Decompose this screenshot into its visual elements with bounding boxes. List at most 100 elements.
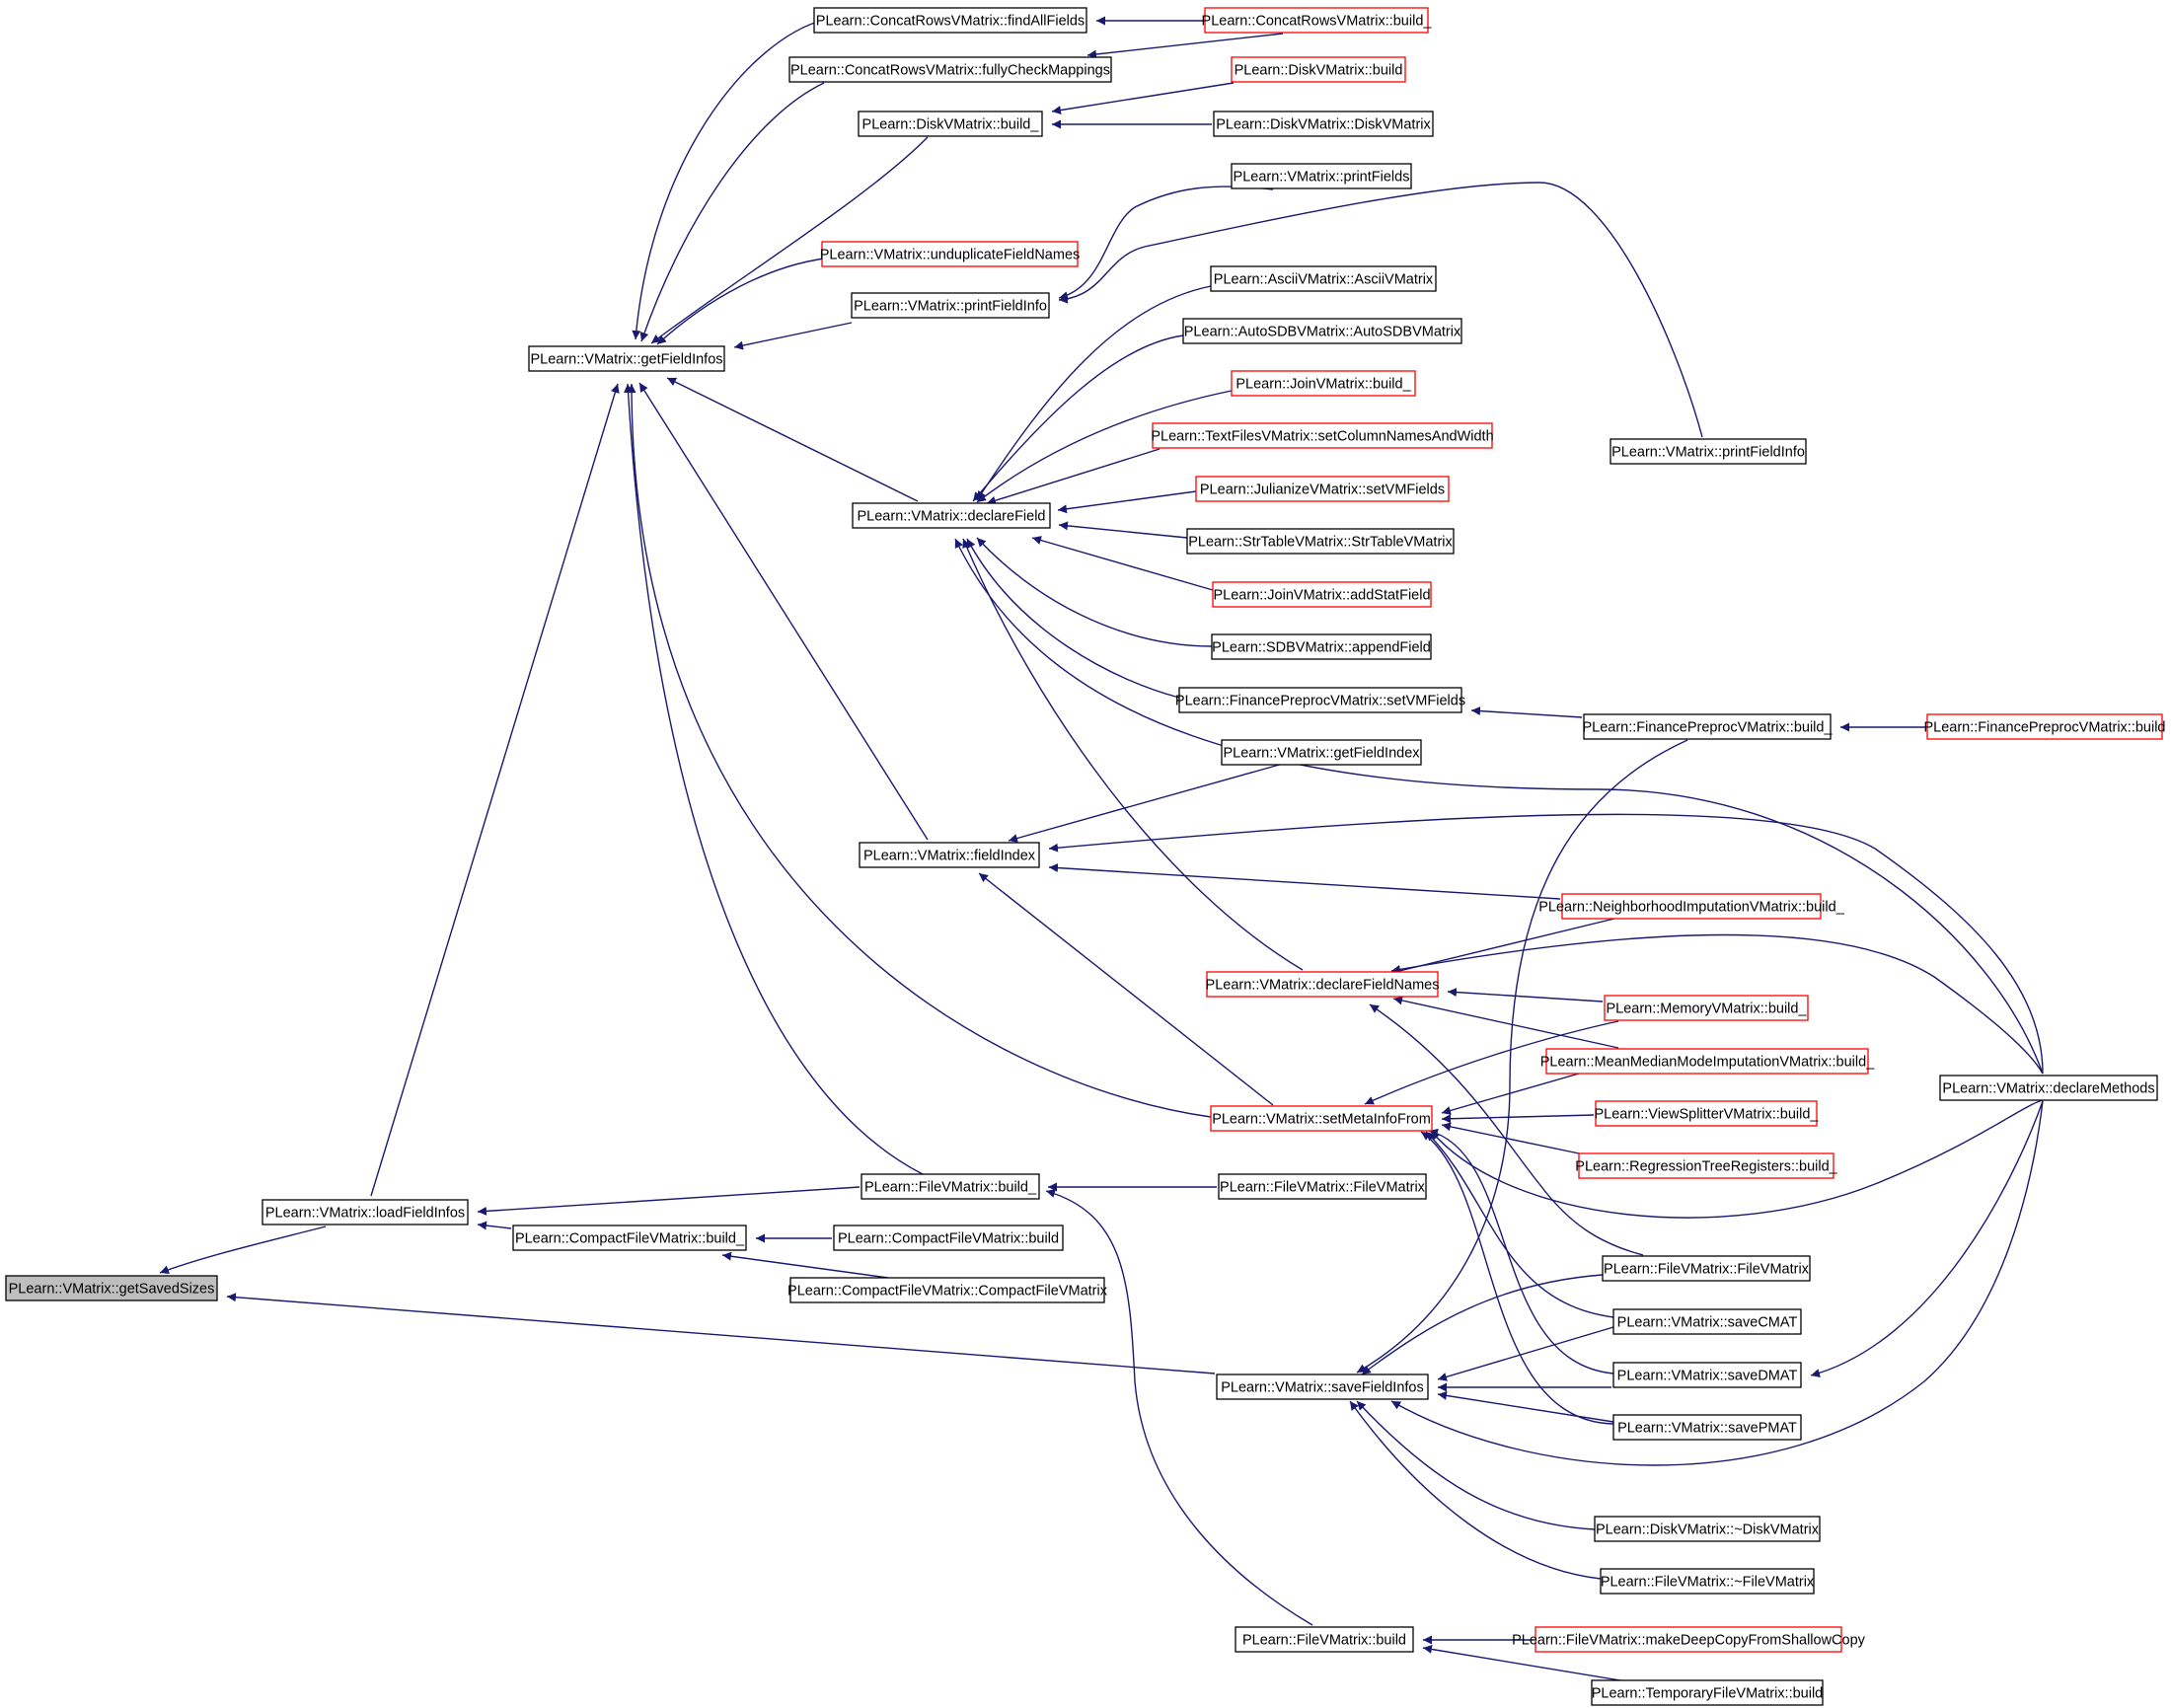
node-setMetaInfoFrom[interactable]: PLearn::VMatrix::setMetaInfoFrom [1210,1105,1433,1132]
node-box[interactable] [1210,265,1437,292]
node-box[interactable] [1561,893,1822,920]
node-diskBuild_[interactable]: PLearn::DiskVMatrix::build_ [858,111,1043,137]
node-fileCtor2[interactable]: PLearn::FileVMatrix::FileVMatrix [1602,1255,1811,1282]
node-box[interactable] [1231,370,1416,397]
node-autoSDBV[interactable]: PLearn::AutoSDBVMatrix::AutoSDBVMatrix [1182,318,1462,344]
node-box[interactable] [1939,1075,2158,1101]
node-box[interactable] [1600,1568,1815,1595]
node-box[interactable] [1221,739,1422,766]
node-makeDeepCopy[interactable]: PLearn::FileVMatrix::makeDeepCopyFromSha… [1512,1626,1866,1653]
node-box[interactable] [1211,633,1432,660]
node-saveDMAT[interactable]: PLearn::VMatrix::saveDMAT [1612,1362,1802,1388]
node-textFiles[interactable]: PLearn::TextFilesVMatrix::setColumnNames… [1151,422,1494,449]
node-tempFileBuild[interactable]: PLearn::TemporaryFileVMatrix::build [1591,1679,1824,1706]
node-savePMAT[interactable]: PLearn::VMatrix::savePMAT [1612,1414,1802,1441]
node-compactFileBuild_[interactable]: PLearn::CompactFileVMatrix::build_ [512,1225,747,1251]
node-box[interactable] [1231,56,1406,83]
node-box[interactable] [1235,1626,1414,1653]
node-fileBuild[interactable]: PLearn::FileVMatrix::build [1235,1626,1414,1653]
node-box[interactable] [1583,713,1832,740]
node-compactFileBuild[interactable]: PLearn::CompactFileVMatrix::build [833,1225,1064,1251]
node-julianize[interactable]: PLearn::JulianizeVMatrix::setVMFields [1195,476,1450,502]
node-declareMethods[interactable]: PLearn::VMatrix::declareMethods [1939,1075,2158,1101]
node-printFieldInfo1[interactable]: PLearn::VMatrix::printFieldInfo [851,292,1050,319]
node-box[interactable] [1178,687,1462,713]
node-box[interactable] [1152,422,1493,449]
node-viewSplitter[interactable]: PLearn::ViewSplitterVMatrix::build_ [1594,1100,1819,1127]
node-box[interactable] [262,1199,469,1225]
node-fieldIndex[interactable]: PLearn::VMatrix::fieldIndex [859,842,1040,868]
node-box[interactable] [821,241,1079,267]
node-asciiCtor[interactable]: PLearn::AsciiVMatrix::AsciiVMatrix [1210,265,1437,292]
node-box[interactable] [1216,1374,1429,1400]
node-compactFileCtor[interactable]: PLearn::CompactFileVMatrix::CompactFileV… [787,1277,1108,1303]
node-printFieldInfo2[interactable]: PLearn::VMatrix::printFieldInfo [1610,438,1807,465]
node-concatBuild_[interactable]: PLearn::ConcatRowsVMatrix::build_ [1202,7,1433,34]
node-box[interactable] [1612,1362,1802,1388]
node-box[interactable] [1535,1626,1842,1653]
node-declareFieldNames[interactable]: PLearn::VMatrix::declareFieldNames [1206,971,1440,998]
node-getSavedSizes[interactable]: PLearn::VMatrix::getSavedSizes [5,1275,218,1301]
node-saveFieldInfos[interactable]: PLearn::VMatrix::saveFieldInfos [1216,1374,1429,1400]
node-getFieldIndex[interactable]: PLearn::VMatrix::getFieldIndex [1221,739,1422,766]
node-diskCtor[interactable]: PLearn::DiskVMatrix::DiskVMatrix [1213,111,1434,137]
node-box[interactable] [852,502,1051,529]
node-box[interactable] [1195,476,1450,502]
node-box[interactable] [833,1225,1064,1251]
node-fileDtor[interactable]: PLearn::FileVMatrix::~FileVMatrix [1600,1568,1815,1595]
node-saveCMAT[interactable]: PLearn::VMatrix::saveCMAT [1612,1308,1802,1335]
node-box[interactable] [1218,1173,1427,1200]
node-box[interactable] [1231,163,1412,189]
node-concatCheck[interactable]: PLearn::ConcatRowsVMatrix::fullyCheckMap… [788,56,1112,83]
node-joinBuild_[interactable]: PLearn::JoinVMatrix::build_ [1231,370,1416,397]
node-box[interactable] [1610,438,1807,465]
node-box[interactable] [1206,971,1439,998]
node-box[interactable] [1604,995,1809,1021]
node-box[interactable] [788,56,1112,83]
node-fileBuild_[interactable]: PLearn::FileVMatrix::build_ [861,1173,1040,1200]
node-loadFieldInfos[interactable]: PLearn::VMatrix::loadFieldInfos [262,1199,469,1225]
node-regressionTree[interactable]: PLearn::RegressionTreeRegisters::build_ [1575,1152,1838,1179]
node-box[interactable] [5,1275,218,1301]
node-financeBuild[interactable]: PLearn::FinancePreprocVMatrix::build [1923,713,2166,740]
node-box[interactable] [1210,1105,1433,1132]
node-box[interactable] [1926,713,2163,740]
node-diskBuild[interactable]: PLearn::DiskVMatrix::build [1231,56,1406,83]
node-box[interactable] [1578,1152,1834,1179]
node-box[interactable] [1545,1048,1869,1075]
node-box[interactable] [1182,318,1462,344]
node-box[interactable] [789,1277,1105,1303]
node-strTable[interactable]: PLearn::StrTableVMatrix::StrTableVMatrix [1186,528,1455,555]
node-concatFind[interactable]: PLearn::ConcatRowsVMatrix::findAllFields [813,7,1087,34]
node-getFieldInfos[interactable]: PLearn::VMatrix::getFieldInfos [528,345,725,372]
node-box[interactable] [1591,1679,1824,1706]
node-box[interactable] [1595,1100,1818,1127]
node-box[interactable] [1602,1255,1811,1282]
node-box[interactable] [858,111,1043,137]
node-box[interactable] [528,345,725,372]
node-meanMedian[interactable]: PLearn::MeanMedianModeImputationVMatrix:… [1540,1048,1875,1075]
node-unduplicate[interactable]: PLearn::VMatrix::unduplicateFieldNames [820,241,1081,267]
node-box[interactable] [859,842,1040,868]
node-financeBuild_[interactable]: PLearn::FinancePreprocVMatrix::build_ [1582,713,1833,740]
node-box[interactable] [1612,1308,1802,1335]
node-financeSetVM[interactable]: PLearn::FinancePreprocVMatrix::setVMFiel… [1175,687,1465,713]
node-box[interactable] [1204,7,1429,34]
node-box[interactable] [813,7,1087,34]
node-joinAddStat[interactable]: PLearn::JoinVMatrix::addStatField [1212,581,1432,608]
node-memoryBuild_[interactable]: PLearn::MemoryVMatrix::build_ [1604,995,1809,1021]
node-declareField[interactable]: PLearn::VMatrix::declareField [852,502,1051,529]
node-box[interactable] [1213,111,1434,137]
node-diskDtor[interactable]: PLearn::DiskVMatrix::~DiskVMatrix [1594,1516,1821,1542]
node-box[interactable] [1186,528,1455,555]
node-sdbvAppend[interactable]: PLearn::SDBVMatrix::appendField [1211,633,1432,660]
node-box[interactable] [1612,1414,1802,1441]
node-box[interactable] [851,292,1050,319]
node-box[interactable] [861,1173,1040,1200]
node-box[interactable] [512,1225,747,1251]
node-neighborhood[interactable]: PLearn::NeighborhoodImputationVMatrix::b… [1538,893,1845,920]
node-fileCtor1[interactable]: PLearn::FileVMatrix::FileVMatrix [1218,1173,1427,1200]
node-box[interactable] [1594,1516,1821,1542]
node-printFields[interactable]: PLearn::VMatrix::printFields [1231,163,1412,189]
node-box[interactable] [1212,581,1432,608]
